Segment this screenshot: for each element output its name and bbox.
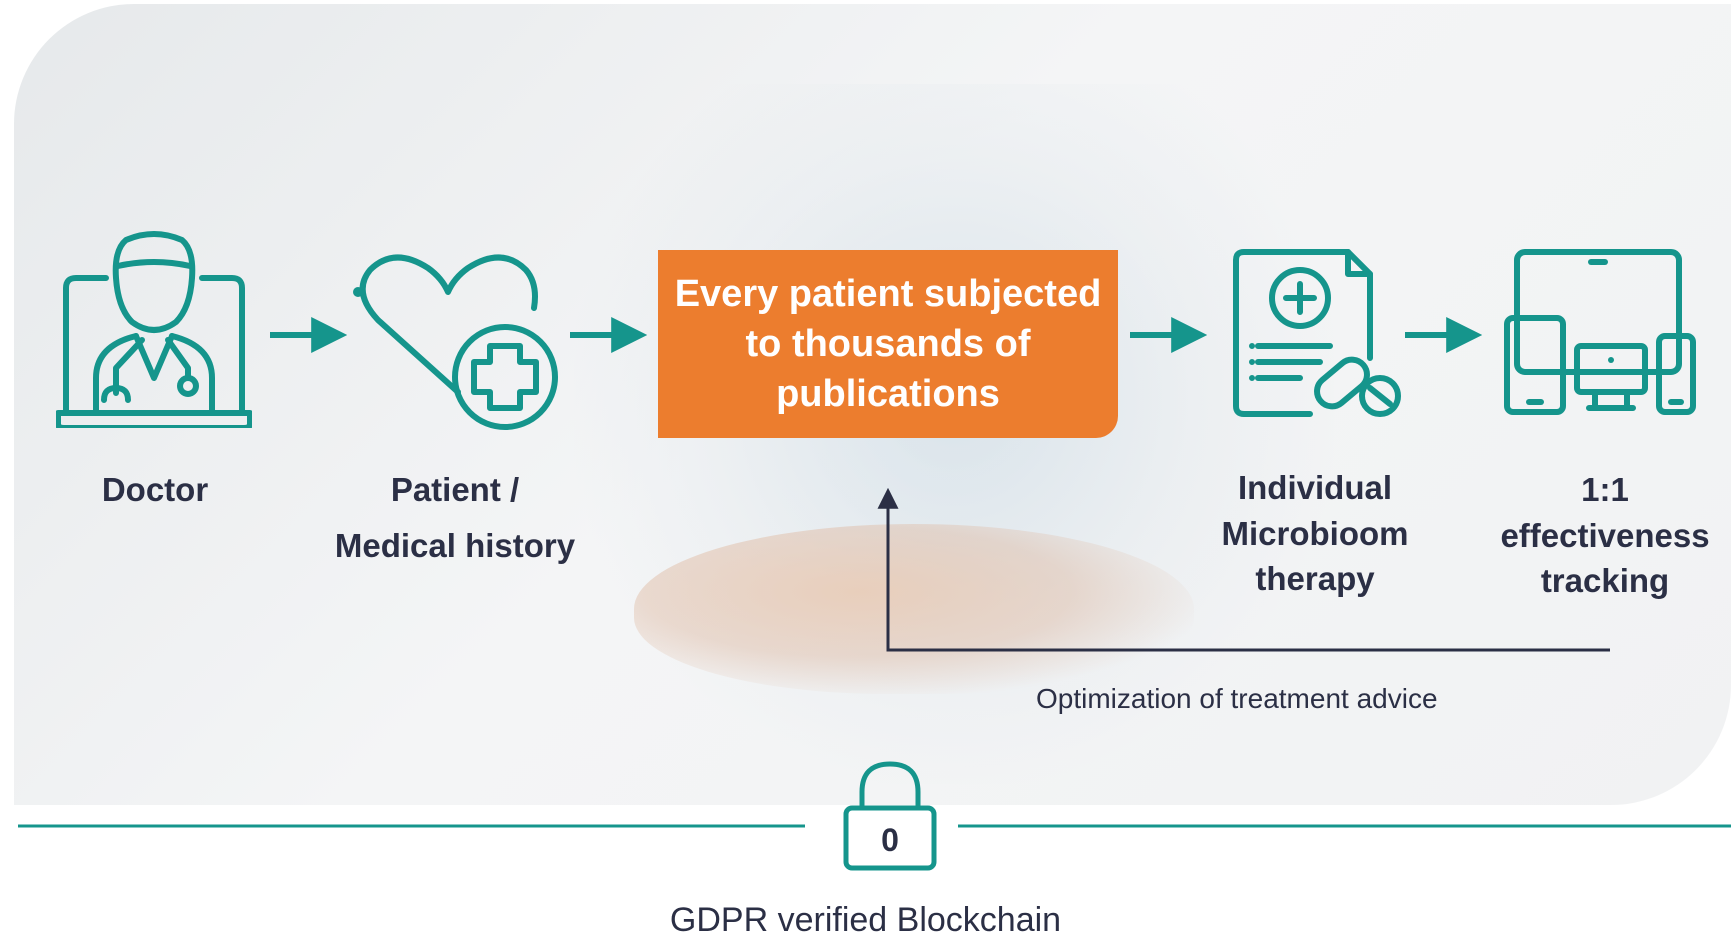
devices-icon [1504, 249, 1696, 415]
lock-icon: 0 [843, 761, 937, 871]
lock-digit: 0 [881, 822, 899, 858]
patient-label-line1: Patient / [390, 471, 520, 508]
doctor-laptop-icon [56, 231, 252, 428]
hand-image [634, 524, 1194, 694]
therapy-label-line2: Microbioom [1221, 515, 1409, 552]
tracking-label-line3: tracking [1540, 562, 1670, 599]
tracking-label-line2: effectiveness [1500, 517, 1710, 554]
prescription-pill-icon [1233, 249, 1401, 417]
heart-medical-icon [353, 254, 558, 430]
doctor-label: Doctor [101, 471, 209, 508]
center-box: Every patient subjected to thousands of … [658, 250, 1118, 438]
feedback-loop-arrow [877, 487, 1610, 652]
patient-label-line2: Medical history [334, 527, 576, 564]
therapy-label-line3: therapy [1255, 560, 1375, 597]
feedback-label: Optimization of treatment advice [1036, 683, 1438, 714]
therapy-label-line1: Individual [1237, 469, 1392, 506]
blockchain-label: GDPR verified Blockchain [669, 901, 1062, 939]
tracking-label-line1: 1:1 [1581, 471, 1629, 508]
